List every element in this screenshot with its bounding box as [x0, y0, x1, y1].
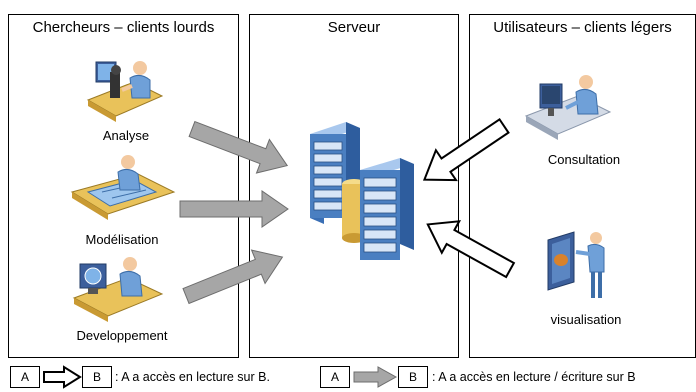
legend-readwrite-target-box: B	[398, 366, 428, 388]
node-label-visualisation: visualisation	[550, 312, 622, 327]
presentation-user-icon	[547, 231, 605, 298]
server-panel-title: Serveur	[327, 19, 381, 36]
legend-read-target-box: B	[82, 366, 112, 388]
node-label-consultation: Consultation	[547, 152, 621, 167]
legend-read-arrow-icon	[43, 365, 82, 389]
node-label-modelisation: Modélisation	[85, 232, 159, 247]
users-panel-title: Utilisateurs – clients légers	[493, 19, 672, 36]
legend-readwrite-text: : A a accès en lecture / écriture sur B	[432, 370, 636, 384]
node-label-analyse: Analyse	[102, 128, 150, 143]
researchers-panel-title: Chercheurs – clients lourds	[32, 19, 215, 36]
legend-readwrite-arrow-icon	[353, 366, 398, 388]
server-panel: Serveur	[249, 14, 459, 358]
computer-user-icon	[524, 75, 612, 140]
legend-read-source-box: A	[10, 366, 40, 388]
microscope-researcher-icon	[86, 61, 164, 122]
users-panel: Utilisateurs – clients légers	[469, 14, 696, 358]
server-rack-icon	[310, 122, 414, 260]
node-label-developpement: Developpement	[76, 328, 168, 343]
legend-read-text: : A a accès en lecture sur B.	[115, 370, 270, 384]
legend-readwrite-source-box: A	[320, 366, 350, 388]
blueprint-researcher-icon	[70, 155, 176, 220]
developer-workstation-icon	[72, 257, 164, 322]
